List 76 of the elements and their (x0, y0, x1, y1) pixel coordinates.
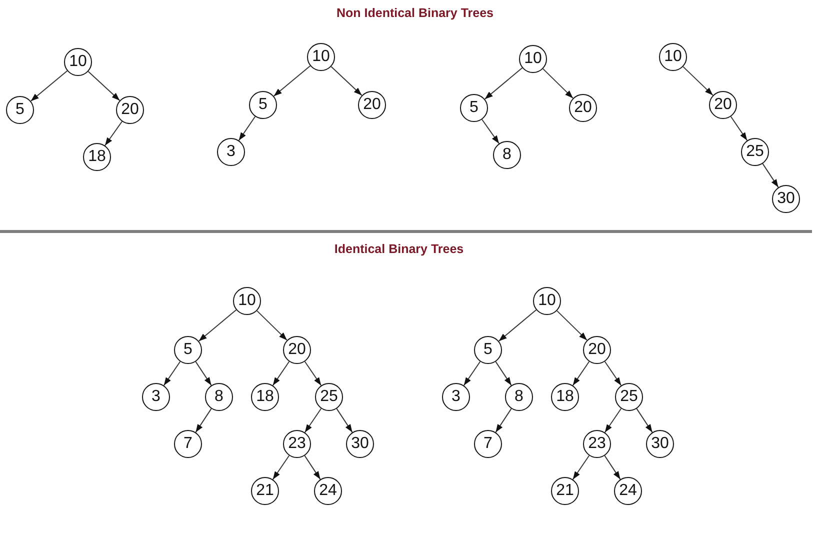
tree-node: 8 (505, 383, 533, 411)
tree-node: 30 (772, 185, 800, 213)
arrow (330, 66, 362, 96)
tree-node: 10 (233, 287, 261, 315)
tree-node: 10 (307, 43, 335, 71)
tree-node: 10 (533, 287, 561, 315)
tree-node: 3 (442, 383, 470, 411)
tree-node: 20 (358, 91, 386, 119)
tree-node: 5 (6, 96, 34, 124)
arrow (272, 361, 290, 386)
arrow (304, 455, 321, 480)
arrow (30, 70, 68, 102)
tree-node: 18 (83, 143, 111, 171)
tree-node: 5 (474, 336, 502, 364)
arrow (482, 119, 500, 144)
arrow (556, 310, 588, 341)
arrow (495, 361, 512, 386)
tree-node: 3 (142, 383, 170, 411)
tree-node: 10 (64, 48, 92, 76)
arrow (604, 408, 622, 433)
tree-node: 8 (205, 383, 233, 411)
arrow (495, 408, 512, 433)
section-heading: Non Identical Binary Trees (336, 6, 494, 21)
arrow (256, 310, 288, 341)
tree-node: 20 (709, 91, 737, 119)
arrow (163, 361, 181, 386)
arrow (682, 66, 714, 96)
tree-node: 3 (217, 138, 245, 166)
tree-node: 30 (346, 430, 374, 458)
tree-node: 18 (551, 383, 579, 411)
arrow (195, 361, 212, 386)
arrow (730, 116, 748, 141)
arrow (498, 309, 537, 342)
arrow (463, 361, 481, 386)
arrow (542, 68, 574, 99)
tree-node: 20 (116, 96, 144, 124)
tree-node: 5 (460, 94, 488, 122)
tree-node: 30 (646, 430, 674, 458)
tree-node: 7 (174, 430, 202, 458)
arrow (304, 361, 322, 386)
arrow (604, 455, 621, 480)
arrow (336, 408, 353, 433)
tree-node: 21 (551, 477, 579, 505)
tree-node: 20 (583, 336, 611, 364)
arrow (572, 361, 590, 386)
tree-node: 25 (741, 138, 769, 166)
arrow (604, 361, 622, 386)
tree-node: 5 (249, 91, 277, 119)
tree-node: 5 (174, 336, 202, 364)
tree-node: 10 (659, 43, 687, 71)
section-heading: Identical Binary Trees (334, 242, 464, 257)
arrow (272, 455, 290, 480)
arrow (198, 309, 237, 342)
arrow (88, 71, 120, 101)
arrow (636, 408, 653, 433)
arrow (238, 116, 256, 141)
tree-node: 25 (315, 383, 343, 411)
tree-node: 24 (614, 477, 642, 505)
tree-node: 21 (251, 477, 279, 505)
tree-node: 20 (283, 336, 311, 364)
tree-node: 23 (283, 430, 311, 458)
tree-node: 20 (569, 94, 597, 122)
arrow (484, 67, 523, 100)
tree-node: 25 (615, 383, 643, 411)
arrow (195, 408, 212, 433)
arrow (104, 121, 122, 146)
tree-node: 7 (474, 430, 502, 458)
arrow (304, 408, 322, 433)
arrow (762, 163, 779, 188)
tree-node: 24 (314, 477, 342, 505)
tree-node: 18 (251, 383, 279, 411)
tree-node: 10 (519, 45, 547, 73)
arrow (572, 455, 590, 480)
tree-node: 23 (583, 430, 611, 458)
tree-node: 8 (493, 141, 521, 169)
arrow (273, 65, 311, 97)
